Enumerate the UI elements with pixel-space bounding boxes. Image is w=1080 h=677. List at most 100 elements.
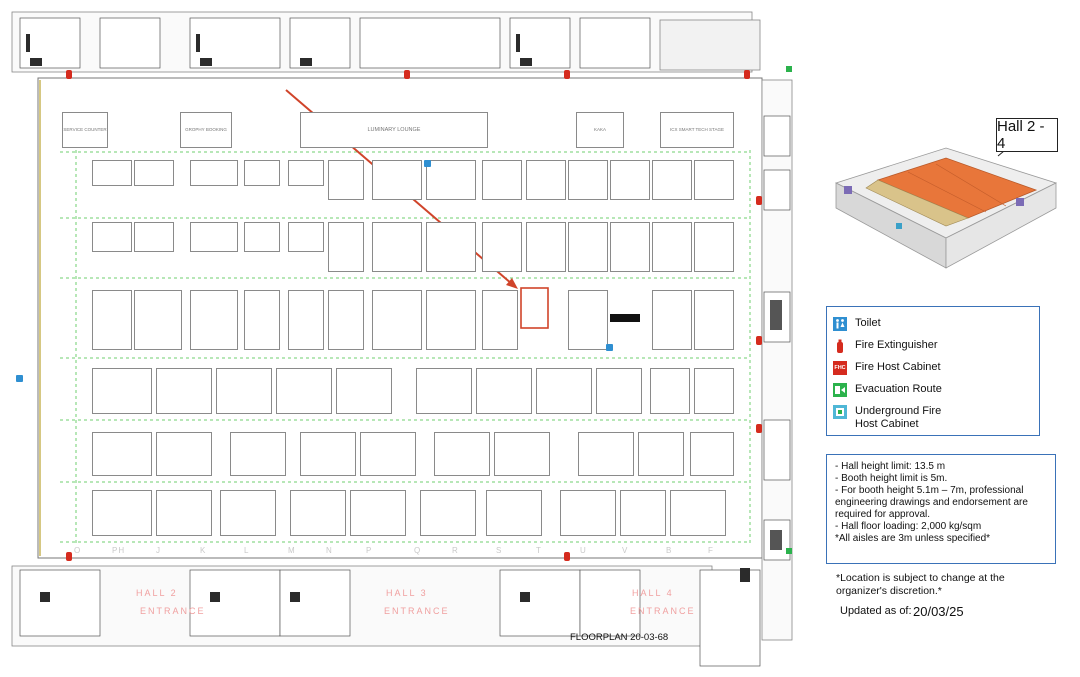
- evacuation-route-icon: [786, 548, 792, 554]
- underground-fire-hose-cabinet-icon: [606, 344, 613, 351]
- booth: [578, 432, 634, 476]
- booth: [350, 490, 406, 536]
- aisle-label: PH: [112, 546, 126, 555]
- booth: [134, 160, 174, 186]
- entrance-label: ENTRANCE: [630, 606, 696, 616]
- booth: [694, 368, 734, 414]
- booth: [134, 222, 174, 252]
- booth: [560, 490, 616, 536]
- booth: [190, 290, 238, 350]
- aisle-label: Q: [414, 546, 422, 555]
- booth: [216, 368, 272, 414]
- booth: [650, 368, 690, 414]
- note-line: - Hall floor loading: 2,000 kg/sqm: [835, 521, 982, 532]
- booth: [288, 222, 324, 252]
- booth: [426, 290, 476, 350]
- booth: [610, 222, 650, 272]
- booth: [244, 160, 280, 186]
- booth: [92, 490, 152, 536]
- booth: [652, 290, 692, 350]
- aisle-label: B: [666, 546, 673, 555]
- booth: [220, 490, 276, 536]
- booth: [652, 222, 692, 272]
- booth: [482, 160, 522, 200]
- fire-extinguisher-icon: [756, 336, 762, 345]
- booth: [494, 432, 550, 476]
- legend-item-fire-hose-cabinet: FHC Fire Host Cabinet: [833, 361, 941, 375]
- fire-hose-cabinet-icon: FHC: [833, 361, 847, 375]
- updated-date: 20/03/25: [913, 604, 964, 619]
- booth: [328, 222, 364, 272]
- updated-label: Updated as of:: [840, 605, 912, 617]
- zone-icx-smart-tech-stage: ICX SMART TECH STAGE: [660, 112, 734, 148]
- fire-extinguisher-icon: [66, 552, 72, 561]
- aisle-label: U: [580, 546, 587, 555]
- fire-extinguisher-icon: [744, 70, 750, 79]
- hall-location-thumbnail: [826, 128, 1066, 273]
- note-line: - Booth height limit is 5m.: [835, 473, 948, 484]
- fire-extinguisher-icon: [564, 70, 570, 79]
- legend-item-underground-fire-hose-cabinet: Underground Fire Host Cabinet: [833, 405, 1033, 431]
- booth: [156, 432, 212, 476]
- fire-extinguisher-icon: [833, 339, 847, 353]
- hall-callout-label: Hall 2 - 4: [996, 118, 1058, 152]
- legend-item-fire-extinguisher: Fire Extinguisher: [833, 339, 938, 353]
- booth: [300, 432, 356, 476]
- floor-plan-map: SERVICE COUNTER GROPHY BOOKING LUMINARY …: [11, 11, 793, 667]
- aisle-label: V: [622, 546, 629, 555]
- aisle-label: F: [708, 546, 714, 555]
- booth: [482, 222, 522, 272]
- booth: [526, 160, 566, 200]
- booth: [694, 222, 734, 272]
- booth: [372, 160, 422, 200]
- aisle-label: O: [74, 546, 82, 555]
- aisle-label: K: [200, 546, 207, 555]
- booth: [92, 222, 132, 252]
- booth: [288, 290, 324, 350]
- legend-label: Toilet: [855, 317, 881, 329]
- legend-label: Fire Extinguisher: [855, 339, 938, 351]
- legend-label: Underground Fire Host Cabinet: [855, 405, 942, 430]
- booth: [610, 160, 650, 200]
- aisle-label: S: [496, 546, 503, 555]
- hall-label: HALL 2: [136, 588, 178, 598]
- booth: [694, 290, 734, 350]
- legend-item-toilet: Toilet: [833, 317, 881, 331]
- booth: [426, 160, 476, 200]
- note-line: *All aisles are 3m unless specified*: [835, 533, 991, 544]
- zone-service-counter: SERVICE COUNTER: [62, 112, 108, 148]
- legend-item-evacuation-route: Evacuation Route: [833, 383, 942, 397]
- underground-fire-hose-cabinet-icon: [424, 160, 431, 167]
- floor-plan-drawing: [11, 11, 793, 667]
- booth: [670, 490, 726, 536]
- booth: [156, 368, 212, 414]
- hall-label: HALL 3: [386, 588, 428, 598]
- fire-extinguisher-icon: [564, 552, 570, 561]
- booth: [568, 290, 608, 350]
- booth: [244, 290, 280, 350]
- booth: [328, 160, 364, 200]
- entrance-label: ENTRANCE: [384, 606, 450, 616]
- booth: [476, 368, 532, 414]
- evacuation-route-icon: [786, 66, 792, 72]
- aisle-label: L: [244, 546, 250, 555]
- fire-extinguisher-icon: [404, 70, 410, 79]
- legend-label: Fire Host Cabinet: [855, 361, 941, 373]
- booth: [92, 290, 132, 350]
- toilet-icon: [833, 317, 847, 331]
- note-line: - Hall height limit: 13.5 m: [835, 461, 946, 472]
- booth: [596, 368, 642, 414]
- booth: [486, 490, 542, 536]
- hall-notes: - Hall height limit: 13.5 m - Booth heig…: [826, 454, 1056, 564]
- fire-extinguisher-icon: [756, 424, 762, 433]
- booth: [276, 368, 332, 414]
- booth: [416, 368, 472, 414]
- zone-grophy-booking: GROPHY BOOKING: [180, 112, 232, 148]
- underground-fire-hose-cabinet-icon: [833, 405, 847, 419]
- booth: [92, 160, 132, 186]
- evacuation-route-icon: [833, 383, 847, 397]
- booth: [652, 160, 692, 200]
- booth: [92, 432, 152, 476]
- booth: [360, 432, 416, 476]
- booth: [244, 222, 280, 252]
